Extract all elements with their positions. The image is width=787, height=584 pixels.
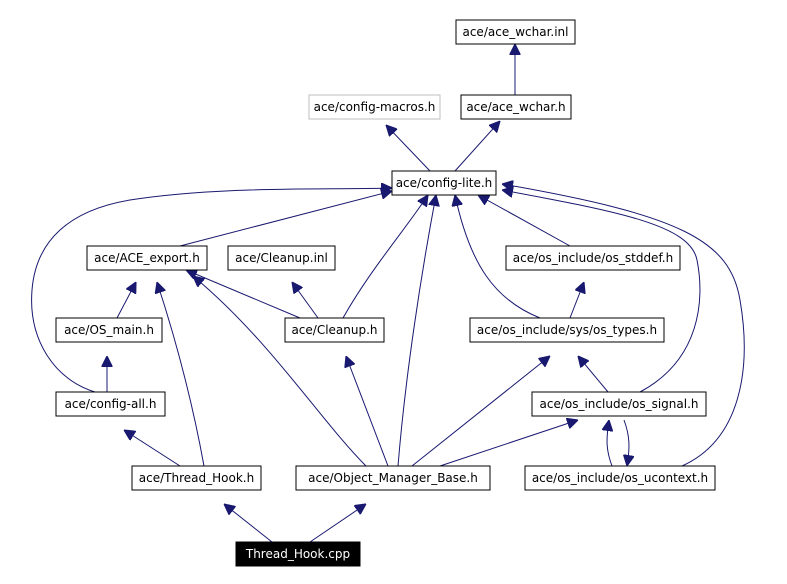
node-config-macros[interactable]: ace/config-macros.h xyxy=(308,94,441,120)
edge-ace-export-to-config-lite xyxy=(179,191,392,247)
node-label: Thread_Hook.cpp xyxy=(245,547,350,561)
edge-object-manager-to-config-lite xyxy=(397,195,436,467)
node-os-types[interactable]: ace/os_include/sys/os_types.h xyxy=(469,317,665,343)
node-cleanup-h[interactable]: ace/Cleanup.h xyxy=(284,317,385,343)
node-label: ace/ACE_export.h xyxy=(94,251,200,265)
edge-os-signal-to-os-types xyxy=(578,356,609,393)
node-os-ucontext[interactable]: ace/os_include/os_ucontext.h xyxy=(524,465,716,491)
edge-os-signal-to-config-lite xyxy=(502,190,701,393)
node-cleanup-inl[interactable]: ace/Cleanup.inl xyxy=(227,245,336,271)
edge-object-manager-to-os-types xyxy=(411,356,550,467)
node-thread-hook-h[interactable]: ace/Thread_Hook.h xyxy=(131,465,262,491)
node-os-stddef[interactable]: ace/os_include/os_stddef.h xyxy=(505,245,681,271)
edge-object-manager-to-cleanup-h xyxy=(346,356,389,467)
node-label: ace/config-all.h xyxy=(65,397,157,411)
node-config-lite[interactable]: ace/config-lite.h xyxy=(391,170,497,196)
node-label: ace/ace_wchar.h xyxy=(466,100,565,114)
node-config-all[interactable]: ace/config-all.h xyxy=(55,391,166,417)
node-label: ace/ace_wchar.inl xyxy=(462,25,568,39)
edge-thread-hook-h-to-config-all xyxy=(124,430,181,467)
edge-config-all-to-config-lite xyxy=(31,188,392,393)
edge-cleanup-h-to-config-lite xyxy=(342,195,428,319)
node-label: ace/os_include/sys/os_types.h xyxy=(477,323,657,337)
edge-os-types-to-config-lite xyxy=(455,195,541,319)
node-label: ace/os_include/os_ucontext.h xyxy=(532,471,708,485)
node-object-manager-base[interactable]: ace/Object_Manager_Base.h xyxy=(295,465,491,491)
node-label: ace/os_include/os_signal.h xyxy=(540,397,699,411)
node-ace-wchar-h[interactable]: ace/ace_wchar.h xyxy=(460,94,572,120)
node-label: ace/Thread_Hook.h xyxy=(139,471,254,485)
edge-os-ucontext-to-config-lite xyxy=(502,184,745,467)
edge-object-manager-to-os-signal xyxy=(439,420,578,467)
node-thread-hook-cpp[interactable]: Thread_Hook.cpp xyxy=(235,541,361,567)
node-label: ace/Cleanup.h xyxy=(291,323,377,337)
edge-os-signal-to-os-ucontext xyxy=(624,419,629,466)
edge-os-stddef-to-config-lite xyxy=(478,195,571,247)
nodes: ace/ace_wchar.inl ace/config-macros.h ac… xyxy=(55,19,716,567)
node-os-main[interactable]: ace/OS_main.h xyxy=(55,317,163,343)
edge-config-lite-to-ace-wchar-h xyxy=(454,121,500,172)
edge-cpp-to-thread-hook-h xyxy=(224,504,273,543)
node-label: ace/Object_Manager_Base.h xyxy=(308,471,478,485)
edge-cleanup-h-to-cleanup-inl xyxy=(292,282,319,319)
edge-object-manager-to-ace-export xyxy=(193,276,367,467)
node-label: ace/os_include/os_stddef.h xyxy=(513,251,673,265)
edge-config-lite-to-config-macros xyxy=(386,125,431,172)
edge-cleanup-h-to-ace-export xyxy=(186,270,301,319)
node-label: ace/Cleanup.inl xyxy=(235,251,328,265)
edge-os-main-to-ace-export xyxy=(116,282,136,319)
edges xyxy=(31,44,745,543)
node-label: ace/OS_main.h xyxy=(64,323,154,337)
node-os-signal[interactable]: ace/os_include/os_signal.h xyxy=(531,391,707,417)
edge-cpp-to-object-manager xyxy=(309,504,366,543)
edge-thread-hook-h-to-ace-export xyxy=(157,282,205,467)
node-label: ace/config-lite.h xyxy=(396,176,493,190)
node-ace-export[interactable]: ace/ACE_export.h xyxy=(86,245,208,271)
node-ace-wchar-inl[interactable]: ace/ace_wchar.inl xyxy=(455,19,576,45)
edge-os-ucontext-to-os-signal xyxy=(607,420,612,467)
edge-os-types-to-os-stddef xyxy=(569,282,584,319)
node-label: ace/config-macros.h xyxy=(314,100,436,114)
